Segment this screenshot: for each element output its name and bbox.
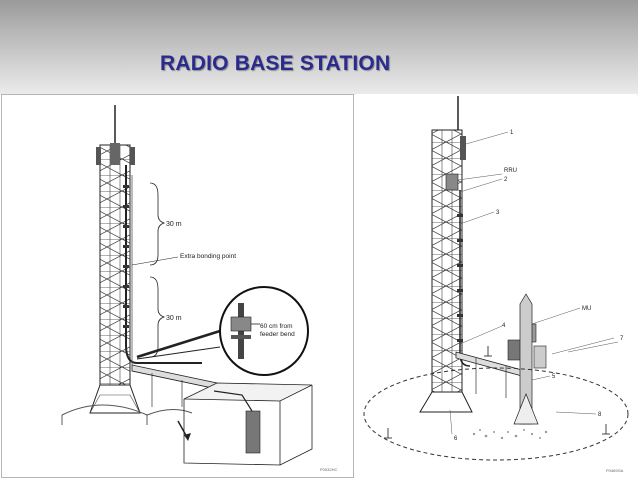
right-figure-code: P0469GA — [606, 468, 624, 473]
feeder-cable — [125, 165, 202, 364]
callout-text-line2: feeder bend — [260, 331, 295, 338]
bonding-point-label: Extra bonding point — [180, 253, 236, 260]
left-illustration-panel: 30 m Extra bonding point 30 m 60 cm from… — [1, 94, 354, 478]
label-2: 2 — [504, 177, 508, 183]
cable-clamps — [457, 214, 463, 342]
ground-ring — [363, 367, 629, 461]
cable-clamps — [123, 185, 129, 328]
mu-mast — [513, 293, 539, 425]
dimension-bracket-bottom — [149, 276, 166, 358]
feeder-bend-callout: 60 cm from feeder bend — [219, 286, 309, 376]
ground-rods — [61, 415, 148, 425]
lattice-tower — [419, 96, 473, 413]
label-8: 8 — [598, 412, 602, 418]
dimension-label-bottom: 30 m — [166, 315, 182, 322]
label-3: 3 — [496, 210, 500, 216]
callout-text-line1: 60 cm from — [260, 323, 293, 330]
equipment-shelter — [177, 382, 313, 466]
right-illustration-panel: 1 RRU 2 3 MU 4 7 5 8 6 — [356, 94, 637, 478]
left-figure-code: P0532HC — [320, 467, 337, 472]
dimension-label-top: 30 m — [166, 221, 182, 228]
label-6: 6 — [454, 436, 458, 442]
slide-title: RADIO BASE STATION — [160, 52, 391, 75]
dimension-bracket-top — [149, 182, 166, 266]
tower-grounding-diagram: 30 m Extra bonding point 30 m 60 cm from… — [61, 105, 337, 472]
label-5: 5 — [552, 374, 556, 380]
rru-site-diagram: 1 RRU 2 3 MU 4 7 5 8 6 — [363, 96, 629, 473]
label-rru: RRU — [504, 168, 517, 174]
label-4: 4 — [502, 323, 506, 329]
slide-header — [0, 0, 638, 95]
cable-tray — [131, 364, 218, 407]
label-7: 7 — [620, 336, 624, 342]
gravel-area — [472, 429, 548, 440]
ground-rods — [384, 346, 610, 439]
label-1: 1 — [510, 130, 514, 136]
label-mu: MU — [582, 306, 591, 312]
